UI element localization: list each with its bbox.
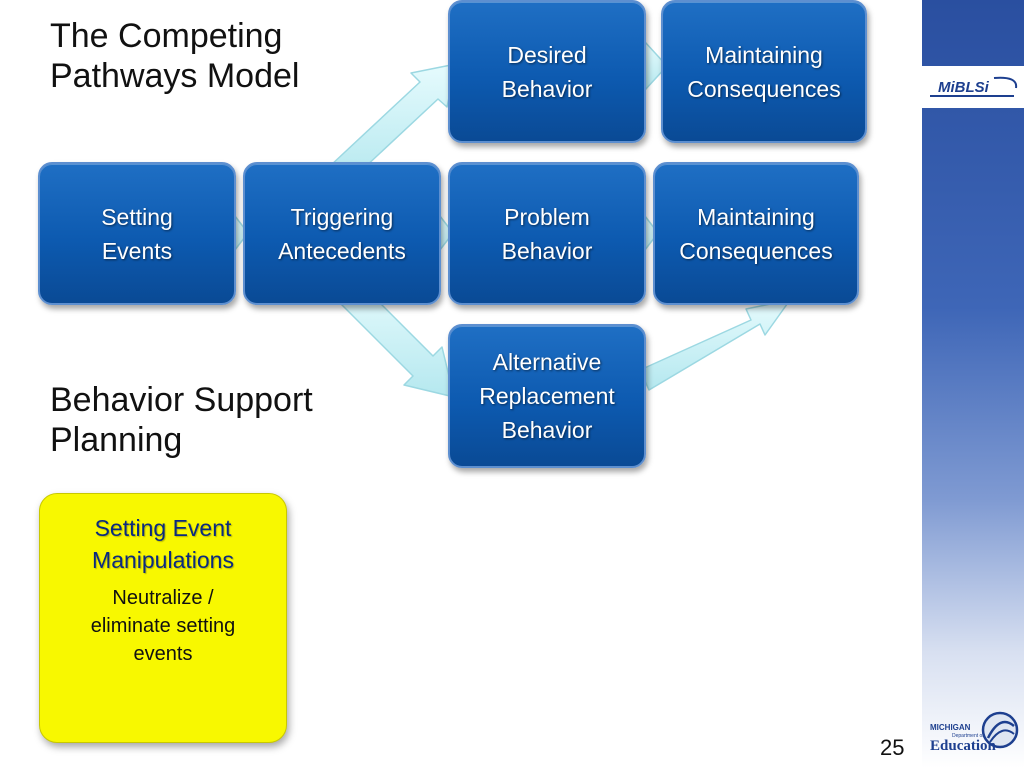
box-label-line: Replacement xyxy=(479,383,615,409)
desired-behavior-box: Desired Behavior xyxy=(448,0,646,143)
box-label-line: Behavior xyxy=(501,417,593,443)
arrow-alternative-to-maint-icon xyxy=(639,299,791,391)
box-label-line: Maintaining xyxy=(705,41,823,68)
box-label-line: Behavior xyxy=(501,237,593,264)
maintaining-consequences-problem-box: Maintaining Consequences xyxy=(653,162,859,305)
triggering-antecedents-box: Triggering Antecedents xyxy=(243,162,441,305)
box-label-line: Consequences xyxy=(679,237,833,264)
box-label-line: Behavior xyxy=(501,75,593,102)
mde-logo-michigan: MICHIGAN xyxy=(930,723,971,732)
section-heading-line: Behavior Support xyxy=(50,381,313,419)
setting-event-manipulations-box: Setting Event Manipulations Neutralize /… xyxy=(39,493,287,743)
mde-logo-education: Education xyxy=(930,738,997,754)
yellow-box-body-line: events xyxy=(133,643,193,665)
box-label-line: Consequences xyxy=(687,75,841,102)
box-label-line: Maintaining xyxy=(697,203,815,230)
yellow-box-title-line: Setting Event xyxy=(94,515,232,541)
page-title-line: The Competing xyxy=(50,17,283,55)
yellow-box-body-line: eliminate setting xyxy=(90,615,236,637)
page-title-line: Pathways Model xyxy=(50,57,300,95)
michigan-education-logo: MICHIGAN Department of Education xyxy=(930,711,1019,754)
page-number: 25 xyxy=(880,735,905,760)
alternative-replacement-behavior-box: Alternative Replacement Behavior xyxy=(448,324,646,468)
section-heading-line: Planning xyxy=(50,421,183,459)
section-heading: Behavior Support Planning xyxy=(50,380,313,460)
problem-behavior-box: Problem Behavior xyxy=(448,162,646,305)
box-label-line: Triggering xyxy=(290,203,394,230)
logo-band xyxy=(922,66,1024,108)
mde-logo-department: Department of xyxy=(952,733,984,739)
mibls-logo: MiBLSi xyxy=(930,76,1018,97)
maintaining-consequences-desired-box: Maintaining Consequences xyxy=(661,0,867,143)
box-label-line: Setting xyxy=(101,203,173,230)
page-title: The Competing Pathways Model xyxy=(50,16,299,96)
mibls-logo-text: MiBLSi xyxy=(938,79,990,96)
sidebar-gradient xyxy=(922,0,1024,768)
setting-events-box: Setting Events xyxy=(38,162,236,305)
box-label-line: Desired xyxy=(507,41,587,68)
box-label-line: Alternative xyxy=(492,349,602,375)
yellow-box-title-line: Manipulations xyxy=(92,547,234,573)
yellow-box-body-line: Neutralize / xyxy=(112,587,214,609)
box-label-line: Problem xyxy=(504,203,590,230)
yellow-box-body: Neutralize / eliminate setting events xyxy=(40,584,286,668)
box-label-line: Antecedents xyxy=(278,237,406,264)
yellow-box-title: Setting Event Manipulations xyxy=(40,512,286,576)
box-label-line: Events xyxy=(101,237,173,264)
